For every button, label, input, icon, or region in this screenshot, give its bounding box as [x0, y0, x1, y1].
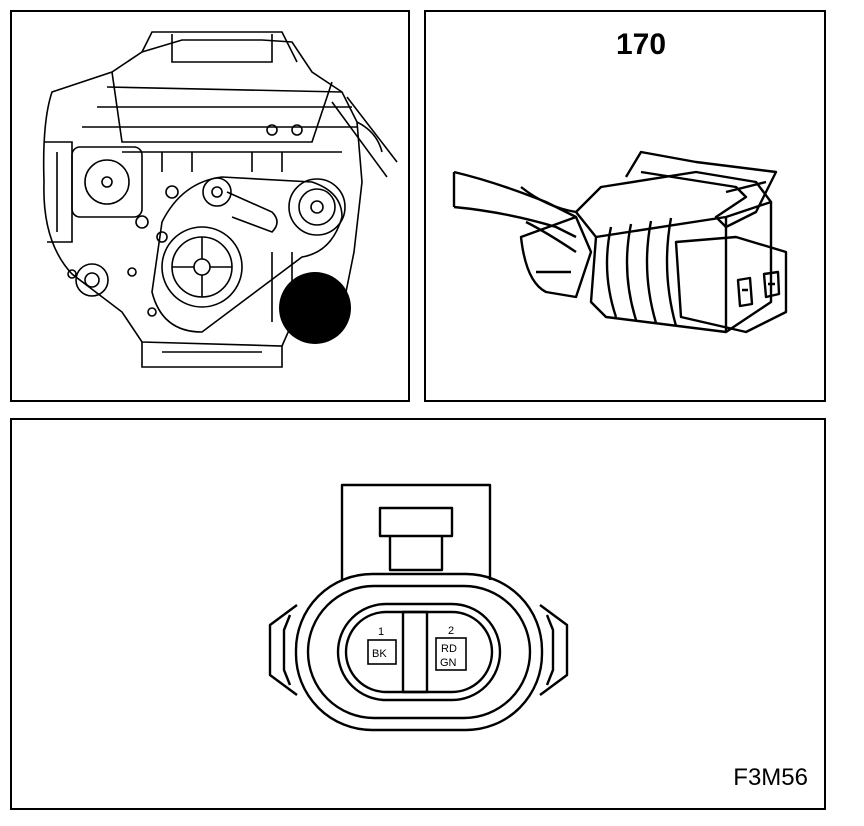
pin-1-number: 1 [378, 626, 384, 638]
figure-code: F3M56 [733, 764, 808, 791]
latch-housing [340, 483, 492, 580]
pin-1-cavity [367, 639, 397, 665]
latch-window [378, 506, 454, 538]
pin-2-wire-color-1: RD [441, 643, 457, 655]
engine-location-panel [10, 10, 410, 402]
connector-number-label: 170 [616, 28, 667, 61]
pin-2-number: 2 [448, 625, 454, 637]
connector-view-panel: 170 [424, 10, 826, 402]
connector-face-panel: 1 BK 2 RD GN F3M56 [10, 418, 826, 810]
right-side-tab [539, 604, 569, 696]
pin-1-wire-color: BK [372, 648, 387, 660]
connector-location-marker [279, 272, 351, 344]
pin-2-cavity [435, 637, 467, 671]
left-side-tab [268, 604, 298, 696]
connector-outer-body [294, 572, 544, 732]
connector-inner-face [336, 602, 502, 702]
engine-illustration [42, 31, 398, 368]
connector-illustration [452, 150, 788, 334]
pin-2-wire-color-2: GN [440, 657, 457, 669]
center-divider [401, 610, 429, 694]
connector-face-illustration: 1 BK 2 RD GN [268, 483, 569, 732]
